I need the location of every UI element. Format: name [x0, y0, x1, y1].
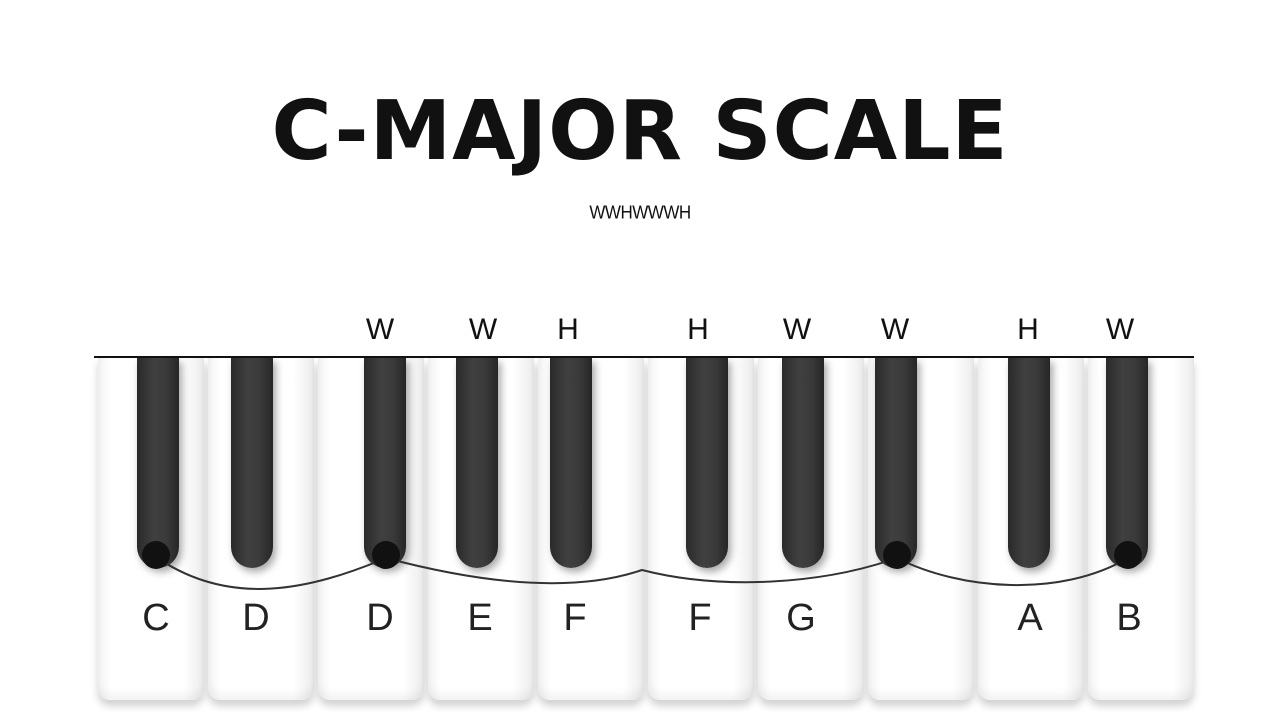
- note-label: B: [1116, 597, 1142, 639]
- interval-label: H: [557, 313, 579, 346]
- interval-label: W: [365, 313, 395, 346]
- black-key[interactable]: [782, 358, 824, 568]
- note-label: A: [1017, 597, 1043, 639]
- note-label: D: [242, 597, 270, 639]
- black-key[interactable]: [231, 358, 273, 568]
- black-key[interactable]: [137, 358, 179, 568]
- interval-label: H: [1017, 313, 1039, 346]
- interval-label: W: [1105, 313, 1135, 346]
- note-label: F: [563, 597, 587, 639]
- interval-label: H: [687, 313, 709, 346]
- black-key[interactable]: [550, 358, 592, 568]
- interval-label: W: [782, 313, 812, 346]
- black-key[interactable]: [686, 358, 728, 568]
- interval-label: W: [468, 313, 498, 346]
- black-key[interactable]: [1008, 358, 1050, 568]
- black-key[interactable]: [1106, 358, 1148, 568]
- black-key[interactable]: [364, 358, 406, 568]
- note-label: E: [467, 597, 493, 639]
- note-label: D: [366, 597, 394, 639]
- black-key[interactable]: [875, 358, 917, 568]
- black-key[interactable]: [456, 358, 498, 568]
- note-label: G: [786, 597, 816, 639]
- interval-label: W: [880, 313, 910, 346]
- subtitle: WWHWWWH: [589, 202, 691, 223]
- keyboard-top-line: [94, 356, 1194, 358]
- note-label: F: [688, 597, 712, 639]
- page-title: C-MAJOR SCALE: [271, 84, 1009, 179]
- note-label: C: [142, 597, 170, 639]
- piano-keyboard: [0, 358, 1280, 720]
